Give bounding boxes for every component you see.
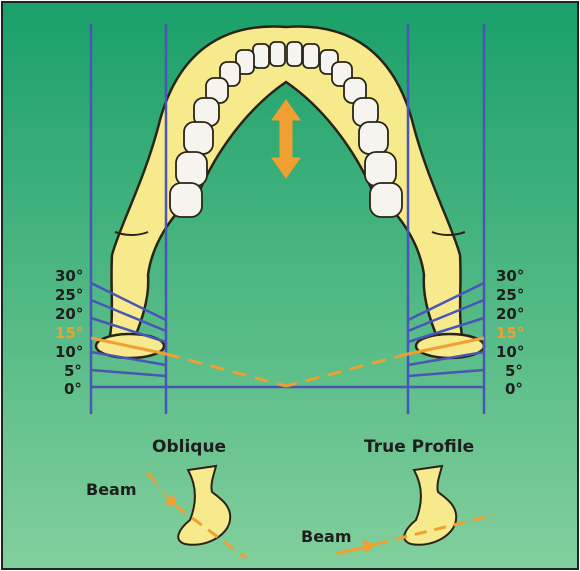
angle-label-15: 15° bbox=[55, 324, 83, 342]
angle-label-10: 10° bbox=[55, 343, 83, 361]
tooth bbox=[170, 183, 202, 217]
angle-label-20: 20° bbox=[55, 305, 83, 323]
angle-label-20: 20° bbox=[496, 305, 524, 323]
tooth bbox=[184, 122, 213, 154]
beam-right-label: Beam bbox=[301, 527, 352, 546]
oblique-title: Oblique bbox=[152, 437, 226, 457]
tooth bbox=[176, 152, 207, 186]
tooth bbox=[287, 42, 302, 66]
angle-label-0: 0° bbox=[505, 380, 523, 398]
tooth bbox=[370, 183, 402, 217]
angle-label-5: 5° bbox=[505, 362, 523, 380]
angle-label-10: 10° bbox=[496, 343, 524, 361]
angle-label-25: 25° bbox=[55, 286, 83, 304]
tooth bbox=[253, 44, 269, 68]
angle-label-0: 0° bbox=[64, 380, 82, 398]
tooth bbox=[365, 152, 396, 186]
angle-label-30: 30° bbox=[496, 267, 524, 285]
angle-label-30: 30° bbox=[55, 267, 83, 285]
tooth bbox=[359, 122, 388, 154]
angle-label-15: 15° bbox=[496, 324, 524, 342]
tooth bbox=[303, 44, 319, 68]
angle-label-25: 25° bbox=[496, 286, 524, 304]
beam-left-label: Beam bbox=[86, 480, 137, 499]
tooth bbox=[270, 42, 285, 66]
true-profile-title: True Profile bbox=[364, 437, 474, 457]
angle-label-5: 5° bbox=[64, 362, 82, 380]
